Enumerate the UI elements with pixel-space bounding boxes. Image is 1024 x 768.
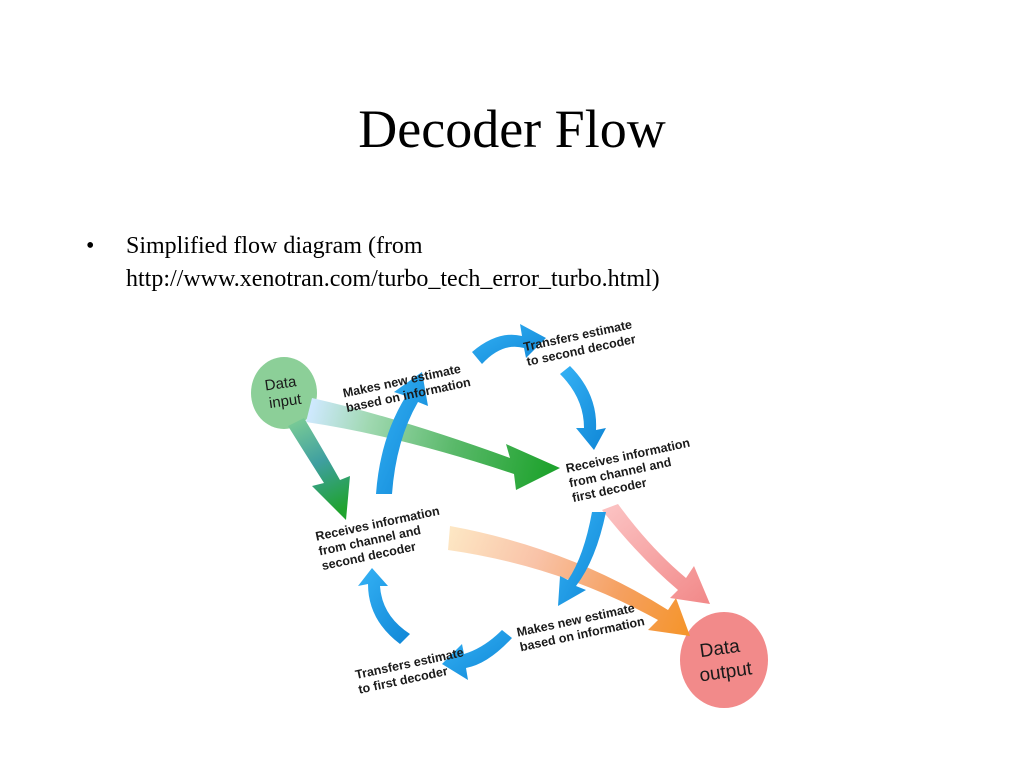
bullet-symbol: • (86, 233, 95, 259)
label-transfers-estimate-second: Transfers estimate to second decoder (522, 317, 640, 369)
label-makes-new-estimate-bottom: Makes new estimate based on information (515, 599, 645, 654)
cycle-arrow-transfers-first-to-receives-second (358, 568, 410, 644)
cycle-arrow-makes-bottom-to-transfers-first (442, 630, 512, 680)
bullet-text: Simplified flow diagram (from http://www… (126, 230, 946, 296)
cycle-arrow-transfers-second-to-receives-first (560, 366, 606, 450)
data-output-node (680, 612, 768, 708)
cycle-arrow-receives-first-to-makes-bottom (558, 512, 606, 606)
data-input-label: Data input (264, 373, 304, 413)
bullet-line-1: Simplified flow diagram (from (126, 233, 423, 259)
data-input-node (251, 357, 317, 429)
decoder-flow-diagram: Data input Data output Makes new estimat… (251, 317, 768, 708)
receives-second-to-output-arrow (448, 526, 690, 636)
cycle-arrow-receives-second-to-makes-top (376, 372, 428, 494)
input-to-receives-second-arrow (288, 418, 350, 520)
slide-title: Decoder Flow (358, 99, 666, 159)
label-receives-info-first-decoder: Receives information from channel and fi… (565, 435, 701, 505)
label-receives-info-second-decoder: Receives information from channel and se… (314, 503, 450, 573)
cycle-arrow-makes-top-to-transfers-second (472, 324, 546, 364)
receives-first-to-output-arrow (602, 504, 710, 604)
input-to-receives-first-arrow (306, 398, 560, 490)
bullet-line-2-url: http://www.xenotran.com/turbo_tech_error… (126, 266, 660, 292)
